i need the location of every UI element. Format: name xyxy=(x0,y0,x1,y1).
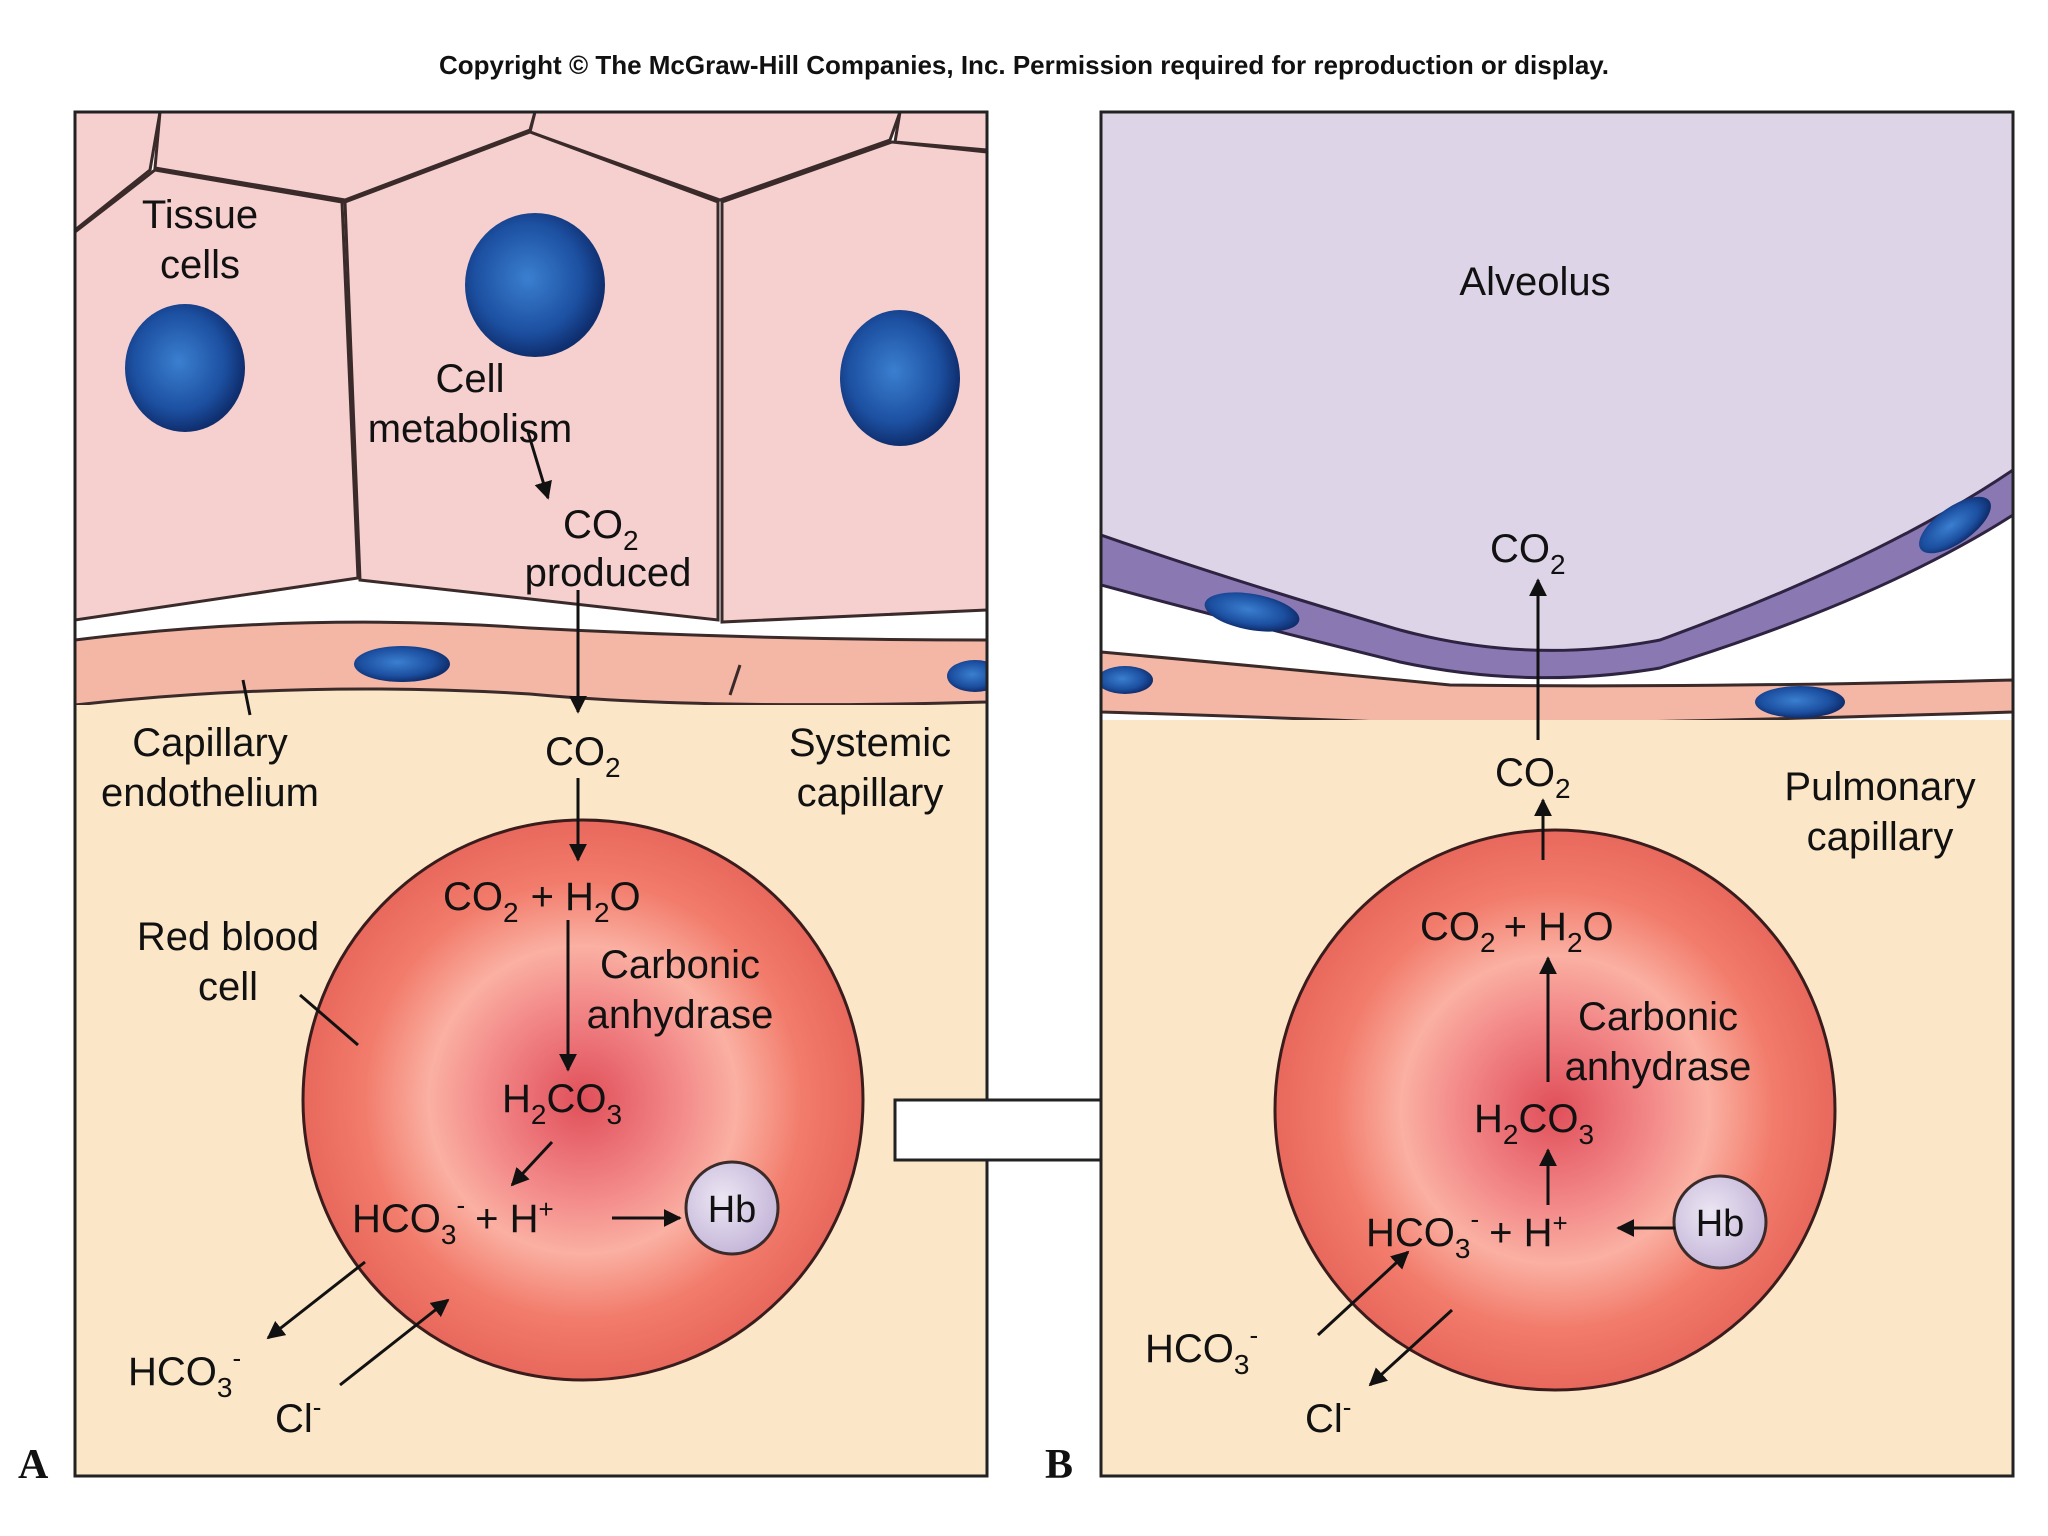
hemoglobin xyxy=(684,1160,780,1256)
nucleus xyxy=(465,213,605,357)
capillary-endothelium-label-2: endothelium xyxy=(101,771,319,815)
nucleus xyxy=(840,310,960,446)
endothelial-nucleus xyxy=(354,646,450,682)
panel-a-letter: A xyxy=(18,1442,49,1488)
carbonic-anhydrase-label-1: Carbonic xyxy=(1578,995,1738,1039)
hb-label: Hb xyxy=(708,1189,757,1231)
co2-produced-formula: CO2 xyxy=(563,503,639,556)
alveolus-label: Alveolus xyxy=(1459,260,1610,304)
carbonic-anhydrase-label-1: Carbonic xyxy=(600,943,760,987)
capillary-endothelium xyxy=(75,620,987,707)
hb-label: Hb xyxy=(1696,1203,1745,1245)
bicarbonate-in-formula: HCO3- xyxy=(1145,1320,1258,1380)
capillary-endothelium-label-1: Capillary xyxy=(132,721,288,765)
tissue-cells-label-1: Tissue xyxy=(142,193,258,237)
cell-metabolism-label-1: Cell xyxy=(436,357,505,401)
co2-plasma-formula: CO2 xyxy=(545,730,621,783)
alveolus xyxy=(1101,112,2013,651)
co2-alveolar-formula: CO2 xyxy=(1490,527,1566,580)
endothelial-nucleus xyxy=(1755,686,1845,718)
panel-b-letter: B xyxy=(1045,1442,1073,1488)
alveolar-nucleus xyxy=(1919,496,1991,554)
nucleus xyxy=(125,304,245,432)
bicarbonate-hydrogen-formula: HCO3-+ H+ xyxy=(1366,1204,1568,1264)
copyright-text: Copyright © The McGraw-Hill Companies, I… xyxy=(439,50,1609,80)
carbonic-anhydrase-label-2: anhydrase xyxy=(1565,1045,1752,1089)
pulmonary-capillary-label-1: Pulmonary xyxy=(1784,765,1975,809)
hemoglobin xyxy=(1672,1174,1768,1270)
alveolar-wall xyxy=(1101,468,2013,680)
panel-a-frame xyxy=(73,110,989,1478)
panel-b: Hb Alveolus CO2 CO2 Pulmonary capillary … xyxy=(1101,112,2013,1476)
alveolar-nucleus xyxy=(1204,592,1300,632)
carbonic-anhydrase-label-2: anhydrase xyxy=(587,993,774,1037)
h2co3-formula: H2CO3 xyxy=(1474,1097,1594,1150)
co2-plasma-formula: CO2 xyxy=(1495,751,1571,804)
reaction-co2-h2o: CO2+ H2O xyxy=(1420,905,1614,958)
chloride-out-formula: Cl- xyxy=(1305,1392,1351,1441)
reaction-co2-h2o: CO2+ H2O xyxy=(443,875,641,928)
panel-a: Hb Tissue cells Cell metabolism CO2 prod… xyxy=(75,112,987,1476)
co2-produced-label: produced xyxy=(525,551,692,595)
systemic-capillary-label-2: capillary xyxy=(797,771,944,815)
pulmonary-capillary-label-2: capillary xyxy=(1807,815,1954,859)
h2co3-formula: H2CO3 xyxy=(502,1077,622,1130)
cell-metabolism-label-2: metabolism xyxy=(368,407,573,451)
bicarbonate-out-formula: HCO3- xyxy=(128,1343,241,1403)
bicarbonate-hydrogen-formula: HCO3-+ H+ xyxy=(352,1190,554,1250)
red-blood-cell-label-2: cell xyxy=(198,965,258,1009)
endothelial-nucleus xyxy=(1101,666,1153,694)
tissue-cells-label-2: cells xyxy=(160,243,240,287)
endothelial-nucleus xyxy=(947,660,987,692)
red-blood-cell-label-1: Red blood xyxy=(137,915,319,959)
panel-b-frame xyxy=(1099,110,2015,1478)
chloride-in-formula: Cl- xyxy=(275,1392,321,1441)
systemic-capillary-label-1: Systemic xyxy=(789,721,951,765)
